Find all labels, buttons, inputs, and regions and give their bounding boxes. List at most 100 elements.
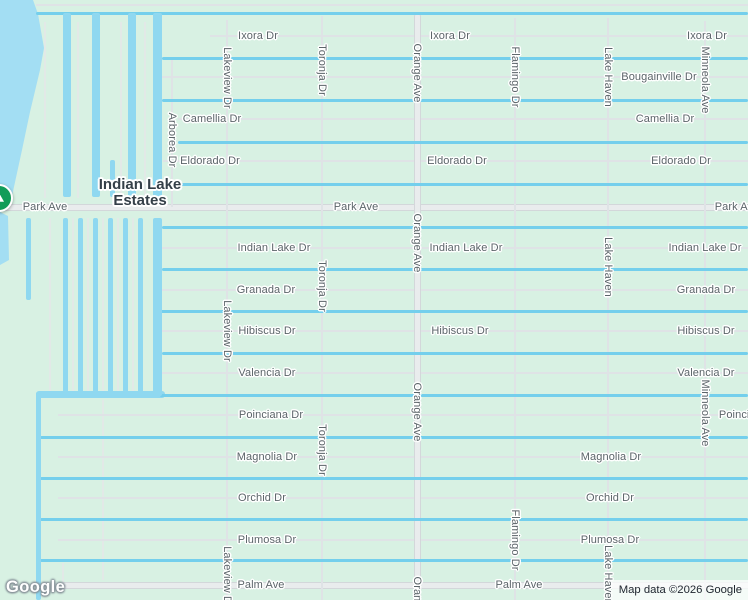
road-unnamed (36, 4, 748, 6)
service-road (117, 218, 119, 392)
road-hibiscus-dr (162, 330, 748, 332)
canal (137, 218, 143, 394)
road-lake-haven (607, 18, 609, 600)
road-camellia-dr (178, 118, 748, 120)
street-label-magnolia-dr: Magnolia Dr (236, 451, 298, 463)
service-road (72, 218, 74, 392)
street-label-magnolia-dr: Magnolia Dr (580, 451, 642, 463)
google-logo[interactable]: Google (6, 578, 66, 596)
street-label-orange-ave: Orange Ave (411, 213, 423, 273)
street-label-lake-haven: Lake Haven (602, 47, 614, 107)
street-label-camellia-dr: Camellia Dr (182, 113, 242, 125)
road-plumosa-dr (58, 539, 748, 541)
service-road (87, 218, 89, 392)
street-label-valencia-dr: Valencia Dr (238, 367, 296, 379)
canal (162, 267, 748, 271)
canal (109, 160, 115, 197)
street-label-minneola-ave: Minneola Ave (699, 379, 711, 447)
road-granada-dr (162, 289, 748, 291)
street-label-park-ave: Park Ave (22, 201, 68, 213)
road-palm-ave (62, 581, 748, 589)
canal (40, 435, 748, 439)
street-label-indian-lake-dr: Indian Lake Dr (668, 242, 742, 254)
street-label-hibiscus-dr: Hibiscus Dr (431, 325, 489, 337)
street-label-lakeview-dr: Lakeview Dr (221, 300, 233, 362)
road-orange-ave (413, 13, 421, 600)
road-valencia-dr (162, 372, 748, 374)
street-label-plumosa-dr: Plumosa Dr (580, 534, 640, 546)
street-label-orange-ave: Orange Ave (411, 382, 423, 442)
street-label-park-ave: Park Ave (333, 201, 379, 213)
canal (162, 98, 748, 102)
road-eldorado-dr (163, 160, 748, 162)
canal (35, 392, 41, 600)
service-road (44, 22, 46, 198)
street-label-orange-ave: Orange Ave (411, 577, 423, 600)
service-road (77, 22, 79, 198)
street-label-flamingo-dr: Flamingo Dr (509, 509, 521, 571)
lake-main-shape (0, 0, 44, 207)
street-label-palm-ave: Palm Ave (237, 579, 285, 591)
canal (92, 218, 98, 394)
canal (155, 309, 748, 313)
service-road (132, 218, 134, 392)
canal (92, 13, 100, 197)
road-ixora-dr (210, 35, 748, 37)
street-label-toronja-dr: Toronja Dr (316, 44, 328, 96)
street-label-granada-dr: Granada Dr (236, 284, 296, 296)
canal (40, 558, 748, 562)
service-road (102, 218, 104, 392)
road-flamingo-dr (514, 18, 516, 600)
street-label-hibiscus-dr: Hibiscus Dr (677, 325, 735, 337)
street-label-lakeview-dr: Lakeview Dr (221, 47, 233, 109)
street-label-eldorado-dr: Eldorado Dr (180, 155, 240, 167)
canal (40, 476, 748, 480)
street-label-poinciana-dr: Poinciana Dr (238, 409, 304, 421)
service-road (62, 563, 64, 584)
road-bougainville-dr (162, 76, 748, 78)
street-label-arborea-dr: Arborea Dr (166, 112, 178, 168)
street-label-valencia-dr: Valencia Dr (677, 367, 735, 379)
canal (178, 140, 748, 144)
street-label-indian-lake-dr: Indian Lake Dr (237, 242, 311, 254)
canal (162, 225, 748, 229)
street-label-ixora-dr: Ixora Dr (430, 30, 470, 42)
up-arrow-icon (0, 192, 4, 202)
street-label-camellia-dr: Camellia Dr (635, 113, 695, 125)
road-indian-lake-dr (162, 247, 748, 249)
canal (40, 517, 748, 521)
canal (128, 13, 136, 197)
street-label-plumosa-dr: Plumosa Dr (237, 534, 297, 546)
street-label-toronja-dr: Toronja Dr (316, 424, 328, 476)
street-label-flamingo-dr: Flamingo Dr (509, 46, 521, 108)
street-label-palm-ave: Palm Ave (495, 579, 543, 591)
place-title: Indian Lake Estates (99, 177, 182, 209)
canal (162, 182, 748, 186)
street-label-lake-haven: Lake Haven (602, 237, 614, 297)
street-label-granada-dr: Granada Dr (676, 284, 736, 296)
map-attribution: Map data ©2026 Google (611, 580, 748, 600)
street-label-eldorado-dr: Eldorado Dr (651, 155, 711, 167)
street-label-indian-lake-dr: Indian Lake Dr (429, 242, 503, 254)
street-label-bougainville-dr: Bougainville Dr (621, 71, 697, 83)
canal (122, 218, 128, 394)
place-title-line2: Estates (113, 192, 167, 209)
street-label-eldorado-dr: Eldorado Dr (427, 155, 487, 167)
service-road (49, 218, 51, 392)
street-label-toronja-dr: Toronja Dr (316, 260, 328, 312)
street-label-hibiscus-dr: Hibiscus Dr (238, 325, 296, 337)
street-label-orchid-dr: Orchid Dr (586, 492, 634, 504)
canal (162, 351, 748, 355)
street-label-poinciana-dr: Poinciana Dr (718, 409, 748, 421)
street-label-lakeview-dr: Lakeview Dr (221, 546, 233, 600)
lake-south-shape (0, 212, 9, 265)
service-road (120, 22, 122, 198)
canal (36, 11, 748, 15)
street-label-park-ave: Park Ave (714, 201, 748, 213)
road-park-ave (0, 203, 748, 211)
